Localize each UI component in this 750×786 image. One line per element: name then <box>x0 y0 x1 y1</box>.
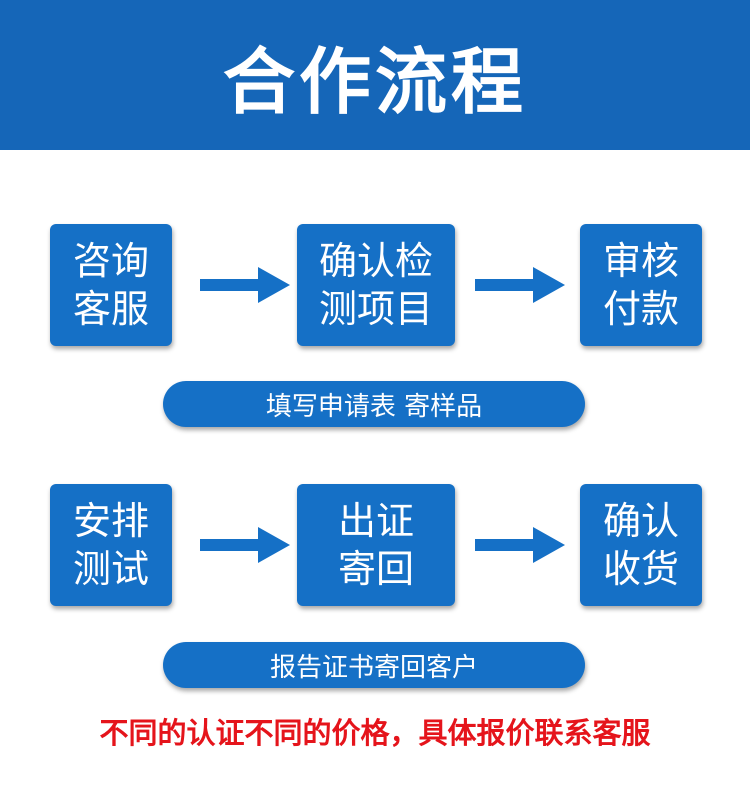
arrow-right-icon <box>475 527 565 563</box>
step-label-line2: 付款 <box>602 287 679 331</box>
step-review-payment: 审核 付款 <box>580 224 702 346</box>
step-label-line2: 寄回 <box>337 547 414 591</box>
arrow-right-icon <box>200 527 290 563</box>
pill-fill-form-send-samples: 填写申请表 寄样品 <box>163 381 585 427</box>
step-label-line2: 客服 <box>72 287 149 331</box>
step-label-line1: 咨询 <box>72 239 149 283</box>
step-confirm-items: 确认检 测项目 <box>297 224 455 346</box>
header-banner: 合作流程 <box>0 0 750 150</box>
step-label-line1: 确认检 <box>318 239 433 283</box>
step-label-line2: 测项目 <box>318 287 433 331</box>
step-label-line1: 安排 <box>72 499 149 543</box>
arrow-right-icon <box>200 267 290 303</box>
pill-report-returned: 报告证书寄回客户 <box>163 642 585 688</box>
step-arrange-test: 安排 测试 <box>50 484 172 606</box>
arrow-right-icon <box>475 267 565 303</box>
step-label-line1: 确认 <box>602 499 679 543</box>
step-label-line2: 测试 <box>72 547 149 591</box>
step-consult-service: 咨询 客服 <box>50 224 172 346</box>
step-confirm-receipt: 确认 收货 <box>580 484 702 606</box>
step-label-line1: 审核 <box>602 239 679 283</box>
step-label-line1: 出证 <box>337 499 414 543</box>
page-title: 合作流程 <box>222 39 527 124</box>
step-issue-certificate: 出证 寄回 <box>297 484 455 606</box>
step-label-line2: 收货 <box>602 547 679 591</box>
pricing-note: 不同的认证不同的价格，具体报价联系客服 <box>99 716 651 750</box>
